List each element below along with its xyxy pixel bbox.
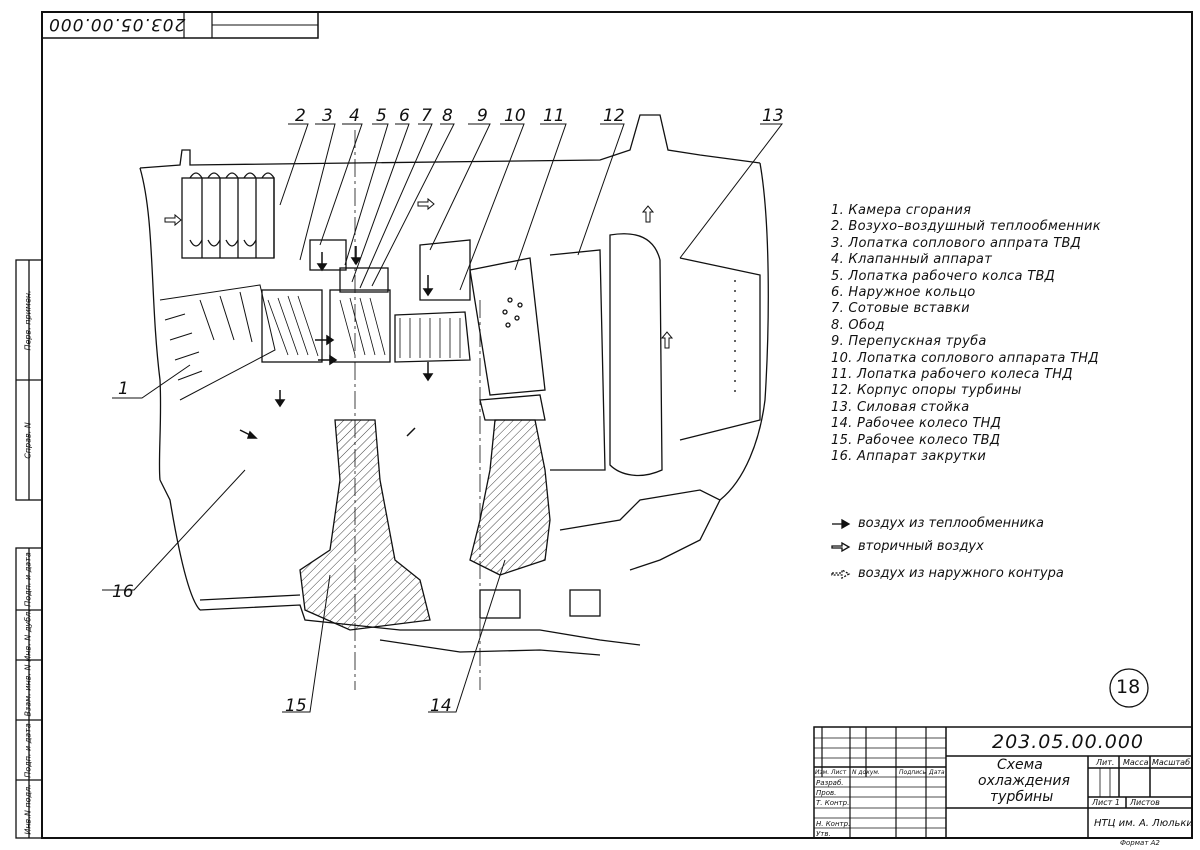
callout-6: 6 <box>399 106 410 126</box>
drawing-title-line1: Схема <box>997 757 1043 773</box>
title-block-grid <box>814 727 946 838</box>
callout-8: 8 <box>442 106 453 126</box>
legend-item: 2. Возухо–воздушный теплообменник <box>831 219 1101 235</box>
callout-2: 2 <box>295 106 306 126</box>
support-casing <box>549 233 761 477</box>
callout-16: 16 <box>112 582 134 602</box>
top-code: 203.05.00.000 <box>48 14 186 34</box>
legend-item: 3. Лопатка соплового аппрата ТВД <box>831 235 1082 251</box>
callout-11: 11 <box>543 106 565 126</box>
col-header: Лист <box>831 769 847 776</box>
callout-9: 9 <box>477 106 488 126</box>
organization: НТЦ им. А. Люльки <box>1094 818 1193 829</box>
sheet-number: 18 <box>1116 676 1141 698</box>
callout-12: 12 <box>603 106 625 126</box>
callout-7: 7 <box>421 106 432 126</box>
legend-item: 1. Камера сгорания <box>831 203 972 218</box>
title-block <box>813 726 1193 839</box>
margin-label: Перв. примен. <box>23 290 33 351</box>
drawing-title-line2: охлаждения <box>978 773 1070 789</box>
role-label: Н. Контр. <box>816 820 851 828</box>
left-margin-strips <box>15 259 43 839</box>
legend-item: 13. Силовая стойка <box>831 399 970 415</box>
flow-legend-arrows <box>831 518 851 580</box>
legend-item: 6. Наружное кольцо <box>831 285 976 301</box>
legend-item: 14. Рабочее колесо ТНД <box>831 416 1002 432</box>
callout-3: 3 <box>322 106 333 126</box>
callout-15: 15 <box>285 696 307 716</box>
hp-disk <box>299 419 431 631</box>
margin-label: Инв.N подл. <box>23 784 33 835</box>
legend-item: 10. Лопатка соплового аппарата ТНД <box>831 350 1099 366</box>
engine-section-drawing <box>139 114 769 690</box>
flow-arrows <box>239 246 434 439</box>
callout-leaders <box>102 123 784 713</box>
legend-item: 9. Перепускная труба <box>831 334 987 350</box>
margin-label: Справ. N <box>23 422 33 459</box>
role-label: Утв. <box>816 830 831 838</box>
drawing-title-line3: турбины <box>990 789 1054 805</box>
flow-legend-outer-duct: воздух из наружного контура <box>858 566 1064 581</box>
legend-item: 12. Корпус опоры турбины <box>831 383 1022 399</box>
callout-5: 5 <box>376 106 387 126</box>
legend-item: 11. Лопатка рабочего колеса ТНД <box>831 367 1073 383</box>
legend-item: 8. Обод <box>831 317 885 333</box>
shaft <box>199 589 641 656</box>
sheet-label: Лист 1 <box>1092 798 1120 807</box>
col-header: Подпись <box>899 769 926 776</box>
legend-item: 5. Лопатка рабочего колса ТВД <box>831 268 1056 284</box>
legend-item: 15. Рабочее колесо ТВД <box>831 432 1001 448</box>
lit-label: Лит. <box>1096 758 1115 767</box>
legend-item: 16. Аппарат закрутки <box>831 449 987 465</box>
legend-item: 7. Сотовые вставки <box>831 301 970 317</box>
format-label: Формат А2 <box>1120 839 1160 847</box>
col-header: Дата <box>929 769 945 776</box>
callout-13: 13 <box>762 106 784 126</box>
legend-item: 4. Клапанный аппарат <box>831 252 993 268</box>
mass-label: Масса <box>1123 758 1149 767</box>
col-header: N докум. <box>852 769 880 776</box>
lp-nozzle-vane <box>394 239 471 363</box>
hollow-flow-arrows <box>164 197 674 349</box>
role-label: Разраб. <box>816 779 844 787</box>
callout-14: 14 <box>430 696 452 716</box>
role-label: Пров. <box>816 789 837 797</box>
scale-label: Масштаб <box>1152 758 1191 767</box>
callout-4: 4 <box>349 106 360 126</box>
flow-legend-heat-exchanger: воздух из теплообменника <box>858 516 1044 531</box>
combustion-chamber <box>159 284 276 401</box>
parts-legend: 1. Камера сгорания 2. Возухо–воздушный т… <box>831 203 1101 466</box>
hp-turbine-blades <box>261 239 391 363</box>
lp-rotor-blade <box>469 257 546 421</box>
flow-legend-secondary: вторичный воздух <box>858 539 984 554</box>
callout-1: 1 <box>118 379 129 399</box>
lp-disk <box>469 419 551 576</box>
designation: 203.05.00.000 <box>992 731 1145 753</box>
role-label: Т. Контр. <box>816 799 850 807</box>
heat-exchanger-coils <box>181 172 275 259</box>
col-header: Изм. <box>815 769 830 776</box>
sheet-number-circle <box>1109 668 1149 708</box>
sheets-label: Листов <box>1130 798 1160 807</box>
callout-10: 10 <box>504 106 526 126</box>
